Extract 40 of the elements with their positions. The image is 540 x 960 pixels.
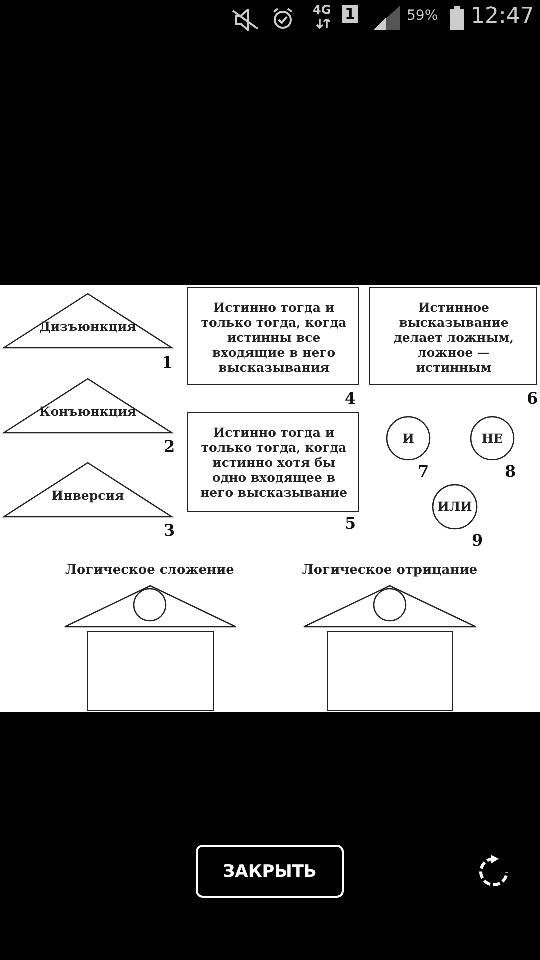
network-type-label: 4G	[313, 3, 332, 17]
empty-box	[87, 631, 214, 711]
circle-card	[470, 416, 515, 461]
callout-number: 2	[164, 437, 176, 456]
callout-number: 4	[345, 389, 356, 408]
definition-text: Истинно тогда и только тогда, когда истинно хотя бы одно входящее в него высказывание	[199, 424, 349, 502]
battery-percent: 59%	[407, 8, 438, 24]
circle-label: И	[402, 430, 416, 448]
empty-circle	[373, 588, 407, 622]
term-label: Инверсия	[50, 488, 126, 503]
roof-triangle	[303, 585, 477, 628]
text-box	[369, 287, 537, 385]
definition-text: Истинно тогда и только тогда, когда истинны все входящие в него высказывания	[200, 298, 348, 376]
callout-number: 9	[472, 531, 484, 550]
callout-number: 7	[418, 462, 430, 481]
callout-number: 8	[505, 462, 516, 481]
clock-time: 12:47	[471, 4, 534, 29]
sim-slot-label: 1	[342, 5, 358, 23]
callout-number: 5	[345, 514, 356, 533]
empty-circle	[133, 588, 167, 622]
circle-label: НЕ	[480, 430, 504, 448]
heading: Логическое сложение	[64, 563, 236, 578]
triangle-card	[3, 462, 173, 518]
callout-number: 3	[164, 521, 176, 540]
term-label: Конъюнкция	[38, 404, 138, 419]
text-box	[187, 412, 359, 512]
circle-card	[386, 416, 431, 461]
triangle-card	[3, 293, 173, 349]
circle-label: ИЛИ	[436, 498, 474, 516]
roof-triangle	[64, 585, 237, 628]
text-box	[187, 287, 359, 385]
empty-box	[327, 631, 453, 711]
callout-number: 6	[527, 389, 538, 408]
circle-card	[432, 484, 478, 530]
term-label: Дизъюнкция	[38, 319, 138, 334]
callout-number: 1	[162, 353, 174, 372]
close-button: ЗАКРЫТЬ	[196, 845, 344, 898]
triangle-card	[3, 378, 173, 434]
definition-text: Истинное высказывание делает ложным, ложное — истинным	[393, 298, 515, 376]
heading: Логическое отрицание	[301, 563, 479, 578]
